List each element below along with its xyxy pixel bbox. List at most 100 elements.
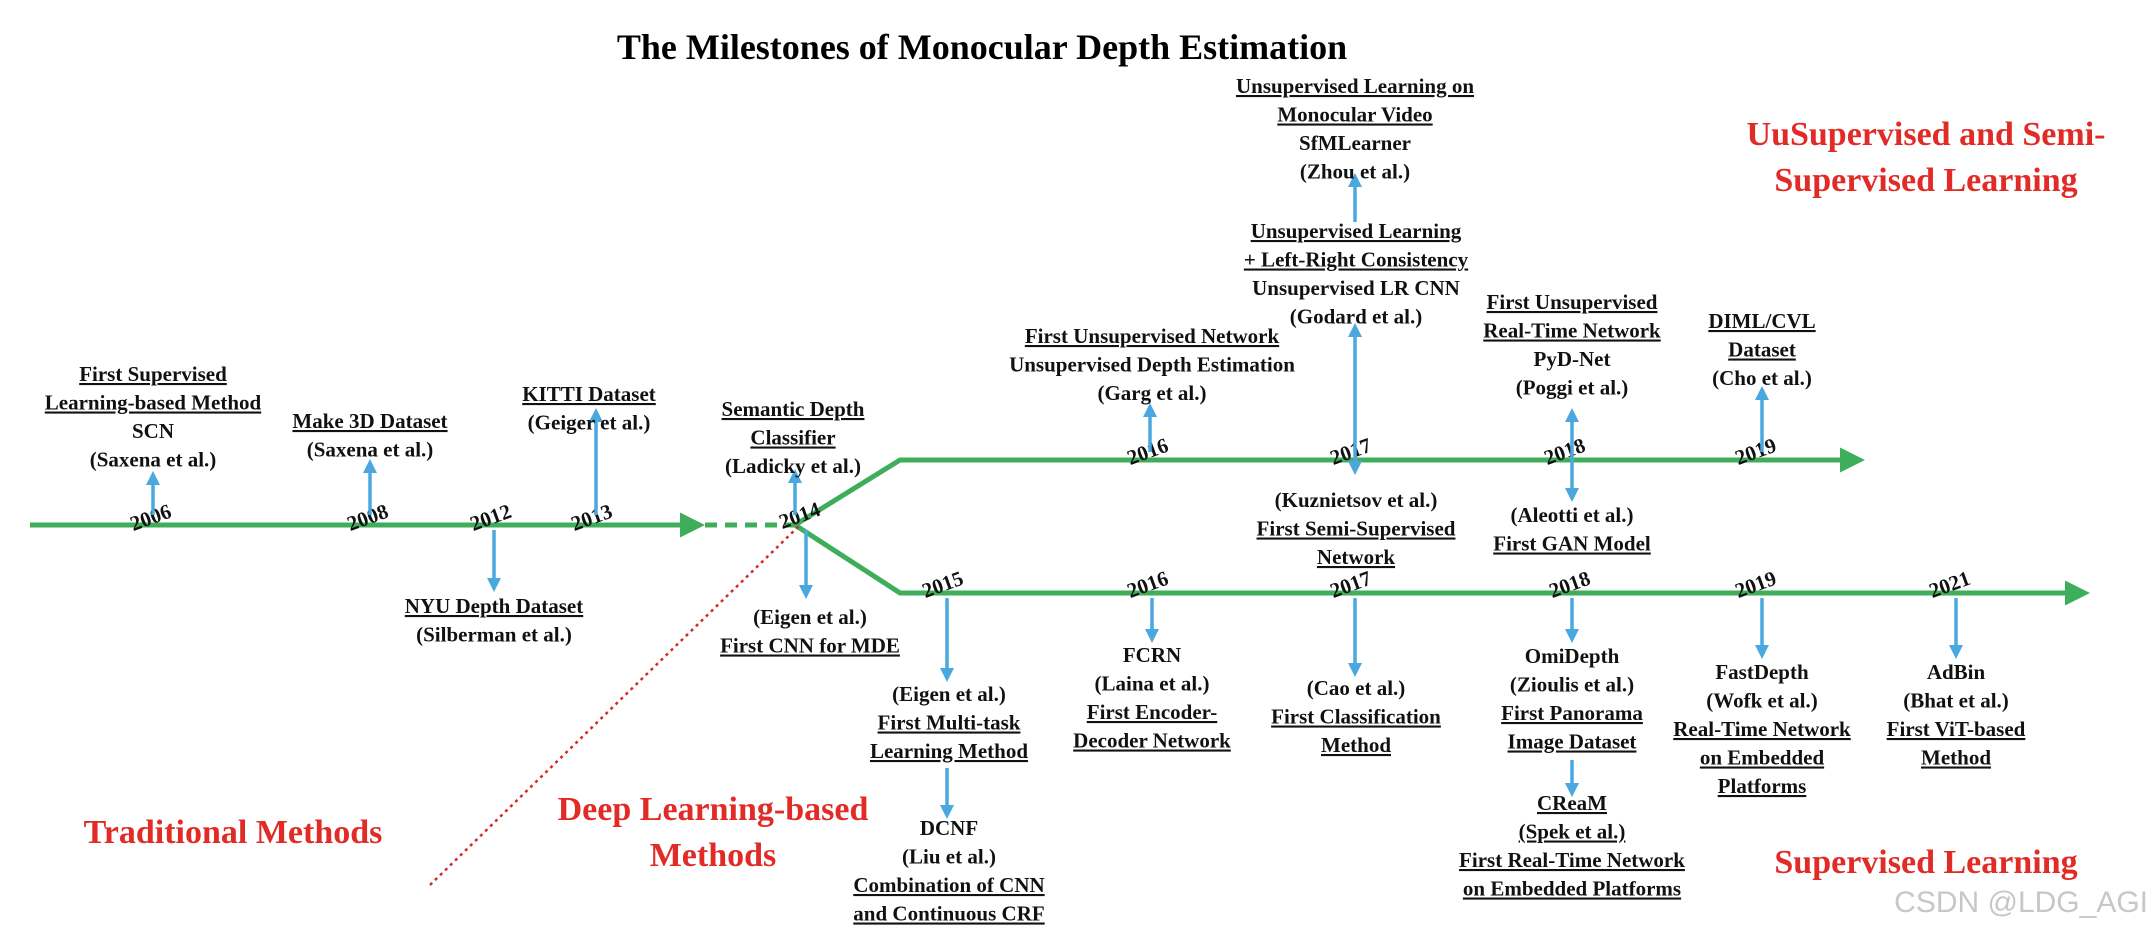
milestone-line: FastDepth bbox=[1715, 660, 1809, 684]
milestone-line: Learning-based Method bbox=[45, 391, 262, 415]
milestone-line: First GAN Model bbox=[1493, 532, 1651, 556]
milestone-line: First Panorama bbox=[1501, 701, 1643, 725]
milestone-line: Method bbox=[1921, 746, 1991, 770]
milestone-line: (Godard et al.) bbox=[1290, 305, 1422, 329]
connector-arrows bbox=[146, 173, 1963, 819]
milestone-line: Make 3D Dataset bbox=[292, 409, 447, 433]
year-label: 2018 bbox=[1541, 433, 1589, 470]
milestone-line: KITTI Dataset bbox=[522, 382, 656, 406]
milestone-line: and Continuous CRF bbox=[853, 902, 1044, 926]
milestone-line: (Geiger et al.) bbox=[528, 411, 651, 435]
milestone-make3d: Make 3D Dataset (Saxena et al.) bbox=[292, 409, 447, 462]
category-supervised: Supervised Learning bbox=[1774, 844, 2077, 881]
milestone-line: Decoder Network bbox=[1073, 729, 1231, 753]
milestone-line: (Zhou et al.) bbox=[1300, 160, 1410, 184]
milestone-line: Network bbox=[1317, 545, 1395, 569]
milestone-line: Real-Time Network bbox=[1483, 319, 1661, 343]
category-deep-learning-line2: Methods bbox=[650, 837, 777, 874]
milestone-line: (Garg et al.) bbox=[1097, 381, 1206, 405]
milestone-line: Unsupervised Learning bbox=[1251, 219, 1462, 243]
year-label: 2008 bbox=[344, 499, 392, 536]
category-traditional: Traditional Methods bbox=[84, 814, 383, 851]
milestone-line: (Wofk et al.) bbox=[1706, 689, 1817, 713]
timelines bbox=[30, 447, 2090, 606]
milestone-line: (Saxena et al.) bbox=[307, 438, 434, 462]
milestone-godard: Unsupervised Learning + Left-Right Consis… bbox=[1244, 219, 1469, 329]
milestone-line: (Bhat et al.) bbox=[1903, 689, 2009, 713]
year-label: 2017 bbox=[1327, 433, 1375, 470]
milestone-line: PyD-Net bbox=[1534, 347, 1611, 371]
milestone-line: NYU Depth Dataset bbox=[405, 594, 583, 618]
milestone-line: First Classification bbox=[1271, 705, 1441, 729]
milestone-line: on Embedded Platforms bbox=[1463, 877, 1681, 901]
milestone-line: (Cho et al.) bbox=[1712, 366, 1812, 390]
milestone-line: First Semi-Supervised bbox=[1257, 517, 1456, 541]
year-label: 2015 bbox=[919, 566, 967, 603]
milestone-line: Unsupervised Depth Estimation bbox=[1009, 353, 1295, 377]
milestone-line: First CNN for MDE bbox=[720, 634, 900, 658]
category-deep-learning-line1: Deep Learning-based bbox=[558, 791, 869, 828]
milestone-line: Platforms bbox=[1718, 774, 1807, 798]
year-label: 2013 bbox=[568, 499, 616, 536]
milestone-line: (Poggi et al.) bbox=[1516, 376, 1629, 400]
milestone-line: (Ladicky et al.) bbox=[725, 454, 861, 478]
milestone-line: Classifier bbox=[750, 426, 835, 450]
milestone-line: + Left-Right Consistency bbox=[1244, 248, 1469, 272]
milestone-line: Image Dataset bbox=[1508, 730, 1637, 754]
milestone-line: (Liu et al.) bbox=[902, 845, 996, 869]
year-label: 2016 bbox=[1124, 566, 1172, 603]
milestone-line: Learning Method bbox=[870, 739, 1028, 763]
milestone-line: Unsupervised LR CNN bbox=[1252, 276, 1460, 300]
watermark: CSDN @LDG_AGI bbox=[1894, 886, 2148, 919]
milestone-line: First Supervised bbox=[79, 362, 227, 386]
milestone-line: First ViT-based bbox=[1887, 717, 2026, 741]
milestone-line: First Multi-task bbox=[878, 711, 1021, 735]
milestone-line: First Real-Time Network bbox=[1459, 848, 1685, 872]
milestone-line: DCNF bbox=[920, 816, 978, 840]
milestone-cream: CReaM(Spek et al.)First Real-Time Networ… bbox=[1459, 791, 1685, 901]
milestone-line: (Aleotti et al.) bbox=[1510, 503, 1633, 527]
milestone-line: Unsupervised Learning on bbox=[1236, 74, 1474, 98]
year-label: 2019 bbox=[1732, 566, 1780, 603]
milestone-line: FCRN bbox=[1123, 643, 1181, 667]
milestone-line: (Eigen et al.) bbox=[892, 682, 1006, 706]
year-label: 2018 bbox=[1546, 566, 1594, 603]
milestone-line: DIML/CVL bbox=[1708, 309, 1815, 333]
milestone-line: SfMLearner bbox=[1299, 131, 1411, 155]
milestone-eigen14: (Eigen et al.) First CNN for MDE bbox=[720, 605, 900, 658]
milestone-line: Monocular Video bbox=[1277, 103, 1432, 127]
milestone-line: First Unsupervised Network bbox=[1025, 324, 1280, 348]
milestone-line: Method bbox=[1321, 733, 1391, 757]
milestone-kitti: KITTI Dataset (Geiger et al.) bbox=[522, 382, 656, 435]
milestone-line: (Eigen et al.) bbox=[753, 605, 867, 629]
milestone-line: First Encoder- bbox=[1087, 700, 1217, 724]
milestone-line: CReaM bbox=[1537, 791, 1607, 815]
milestone-line: on Embedded bbox=[1700, 746, 1825, 770]
milestone-line: (Saxena et al.) bbox=[90, 448, 217, 472]
milestone-nyu: NYU Depth Dataset(Silberman et al.) bbox=[405, 594, 583, 647]
diagram-title: The Milestones of Monocular Depth Estima… bbox=[617, 27, 1347, 67]
milestone-aleotti: (Aleotti et al.) First GAN Model bbox=[1493, 503, 1651, 556]
milestone-line: Semantic Depth bbox=[722, 397, 865, 421]
category-labels: Traditional Methods Deep Learning-based … bbox=[84, 116, 2106, 881]
milestone-line: First Unsupervised bbox=[1487, 290, 1658, 314]
milestone-line: AdBin bbox=[1927, 660, 1986, 684]
category-unsupervised-line2: Supervised Learning bbox=[1774, 162, 2077, 199]
milestone-line: SCN bbox=[132, 419, 174, 443]
year-label: 2016 bbox=[1124, 433, 1172, 470]
milestone-line: (Zioulis et al.) bbox=[1510, 673, 1634, 697]
supervised-branch bbox=[793, 522, 2090, 606]
